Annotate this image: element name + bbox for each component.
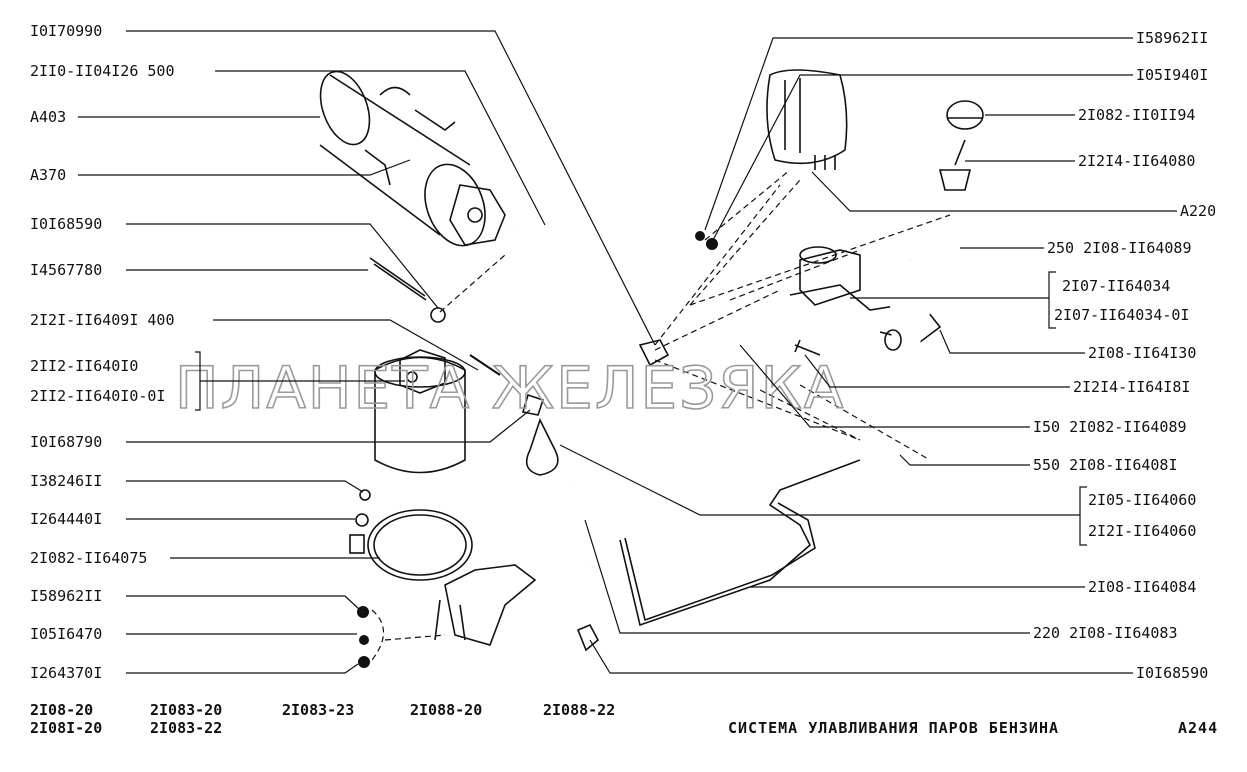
callout-right-15: I0I68590 (1136, 664, 1208, 682)
callout-left-11: I264440I (30, 510, 102, 528)
pipe-top-left-drawing (469, 222, 593, 376)
callout-right-2: I05I940I (1136, 66, 1208, 84)
callout-left-14: I05I6470 (30, 625, 102, 643)
watermark-text: ПЛАНЕТА ЖЕЛЕЗЯКА (175, 354, 845, 422)
callout-left-10: I38246II (30, 472, 102, 490)
model-6: 2I088-20 (410, 701, 482, 719)
callout-right-9: 2I2I4-II64I8I (1073, 378, 1190, 396)
model-4: 2I083-22 (150, 719, 222, 737)
callout-right-3: 2I082-II0II94 (1078, 106, 1195, 124)
callout-left-7: 2I2I-II6409I 400 (30, 311, 175, 329)
canister-drawing (319, 70, 506, 247)
model-7: 2I088-22 (543, 701, 615, 719)
callout-right-13: 2I08-II64084 (1088, 578, 1196, 596)
diagram-title: СИСТЕМА УЛАВЛИВАНИЯ ПАРОВ БЕНЗИНА (728, 719, 1059, 737)
callout-right-7a: 2I07-II64034 (1062, 277, 1170, 295)
callout-right-12a: 2I05-II64060 (1088, 491, 1196, 509)
callout-left-1: I0I70990 (30, 22, 102, 40)
callout-right-6: 250 2I08-II64089 (1047, 239, 1192, 257)
valve-drawing (374, 349, 466, 474)
connector-center-drawing (525, 339, 670, 652)
model-3: 2I083-20 (150, 701, 222, 719)
model-1: 2I08-20 (30, 701, 93, 719)
right-callouts: I58962II I05I940I 2I082-II0II94 2I2I4-II… (559, 29, 1216, 682)
callout-right-7b: 2I07-II64034-0I (1054, 306, 1189, 324)
tank-separator-drawing (695, 69, 984, 250)
dashed-connections (439, 169, 951, 461)
callout-right-1: I58962II (1136, 29, 1208, 47)
callout-right-12b: 2I2I-II64060 (1088, 522, 1196, 540)
callout-left-3: A403 (30, 108, 66, 126)
callout-left-12: 2I082-II64075 (30, 549, 147, 567)
left-callouts: I0I70990 2II0-II04I26 500 A403 A370 I0I6… (30, 22, 656, 682)
callout-left-4: A370 (30, 166, 66, 184)
callout-left-8b: 2II2-II640I0-0I (30, 387, 165, 405)
callout-left-6: I4567780 (30, 261, 102, 279)
callout-right-11: 550 2I08-II6408I (1033, 456, 1178, 474)
model-5: 2I083-23 (282, 701, 354, 719)
callout-left-13: I58962II (30, 587, 102, 605)
callout-left-8a: 2II2-II640I0 (30, 357, 138, 375)
callout-left-2: 2II0-II04I26 500 (30, 62, 175, 80)
callout-left-9: I0I68790 (30, 433, 102, 451)
callout-left-5: I0I68590 (30, 215, 102, 233)
callout-right-5: A220 (1180, 202, 1216, 220)
callout-right-4: 2I2I4-II64080 (1078, 152, 1195, 170)
model-list: 2I08-20 2I08I-20 2I083-20 2I083-22 2I083… (30, 701, 615, 737)
valve-right-drawing (732, 219, 949, 466)
tubes-drawing (619, 459, 861, 627)
callout-left-15: I264370I (30, 664, 102, 682)
clamp-drawing (349, 509, 537, 646)
callout-right-10: I50 2I082-II64089 (1033, 418, 1187, 436)
callout-right-14: 220 2I08-II64083 (1033, 624, 1178, 642)
model-2: 2I08I-20 (30, 719, 102, 737)
page-code: A244 (1178, 719, 1218, 737)
callout-right-8: 2I08-II64I30 (1088, 344, 1196, 362)
